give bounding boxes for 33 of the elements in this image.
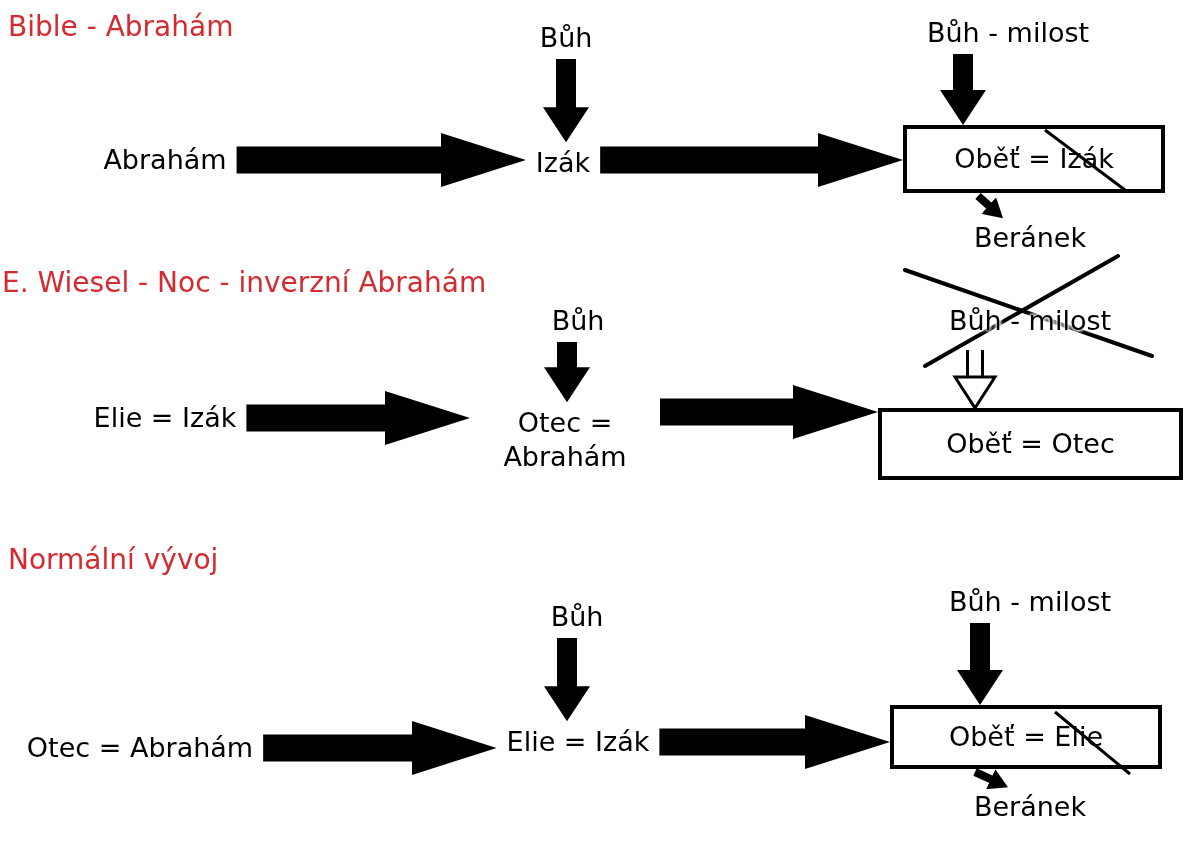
node-label: Elie = Izák xyxy=(93,401,237,435)
arrow xyxy=(246,391,470,445)
node-label: Bůh xyxy=(550,600,604,634)
node-label: Bůh - milost xyxy=(948,585,1112,619)
node-label: Beránek xyxy=(973,221,1087,255)
arrow xyxy=(236,133,526,187)
node-label: Otec = Abrahám xyxy=(26,731,254,765)
arrow xyxy=(544,341,590,403)
arrow xyxy=(940,53,986,125)
node-label: Bůh xyxy=(539,21,593,55)
arrow xyxy=(659,715,890,769)
node-label: Izák xyxy=(535,146,591,180)
process-box xyxy=(878,408,1183,480)
node-label: Beránek xyxy=(973,790,1087,824)
box-text: Oběť = Otec xyxy=(946,427,1115,461)
node-label: Elie = Izák xyxy=(506,725,650,759)
section-heading: Bible - Abrahám xyxy=(8,10,234,44)
arrow xyxy=(543,58,589,143)
arrow xyxy=(544,637,590,722)
node-label: Bůh - milost xyxy=(926,16,1090,50)
arrow xyxy=(600,133,903,187)
arrow xyxy=(263,721,497,775)
arrow xyxy=(973,768,1010,791)
arrow xyxy=(957,622,1003,705)
node-label: Abrahám xyxy=(103,143,227,177)
arrow xyxy=(660,385,878,439)
process-box xyxy=(890,705,1162,769)
node-label: Otec = Abrahám xyxy=(480,406,650,474)
section-heading: E. Wiesel - Noc - inverzní Abrahám xyxy=(2,266,487,300)
arrow xyxy=(953,349,997,410)
node-label: Bůh xyxy=(551,304,605,338)
section-heading: Normální vývoj xyxy=(8,543,219,577)
process-box xyxy=(903,125,1165,193)
